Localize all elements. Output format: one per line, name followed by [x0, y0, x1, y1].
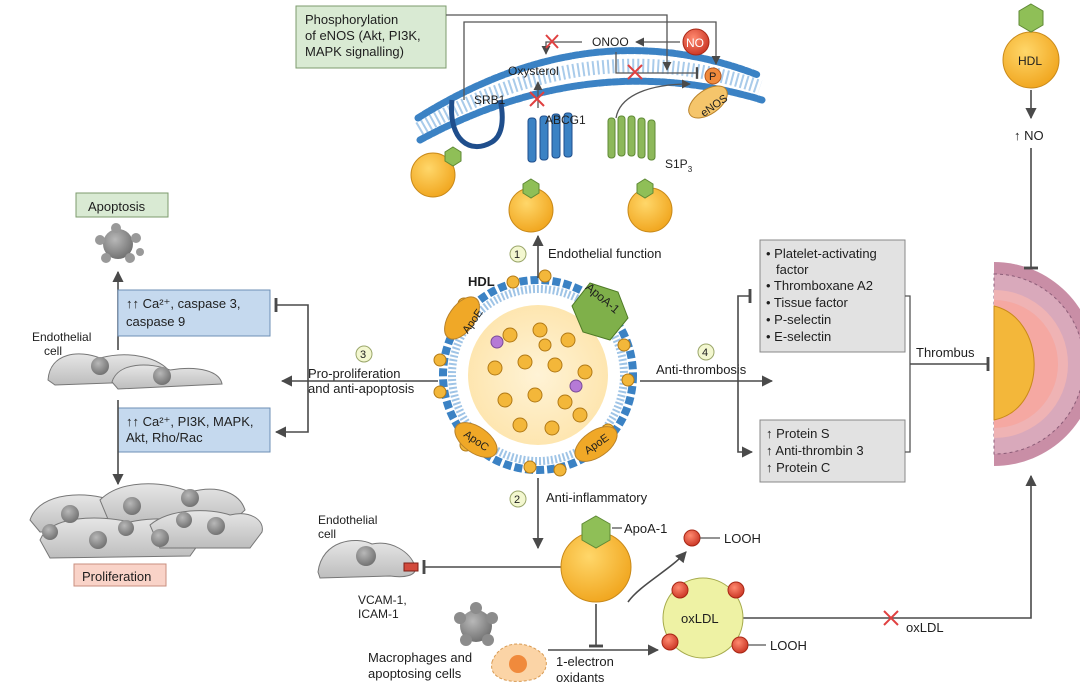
- abcg1-transporter-icon: [527, 112, 573, 163]
- apoa1-bottom-label: ApoA-1: [624, 521, 667, 536]
- hdl-particle-icon: [627, 178, 673, 233]
- s1p3-receptor-icon: [607, 115, 656, 161]
- ca-pi3k-box: [117, 407, 271, 453]
- vcam-receptor-icon: [403, 562, 419, 572]
- step-badge-3: 3: [355, 345, 373, 363]
- central-hdl-particle: [433, 269, 637, 477]
- svg-text:4: 4: [702, 347, 708, 359]
- oxysterol-label: Oxysterol: [508, 64, 559, 78]
- endothelial-cell-left-label: Endothelial cell: [32, 330, 95, 358]
- proliferation-label: Proliferation: [82, 569, 151, 584]
- blocked-x-icon: [545, 34, 559, 49]
- step-badge-2: 2: [509, 490, 527, 508]
- phospho-p-icon: [704, 67, 722, 85]
- no-label: NO: [686, 36, 704, 50]
- hdl-particle-icon: [508, 178, 554, 233]
- hdl-particle-icon: [410, 146, 462, 198]
- proliferating-cells-icon: [29, 483, 263, 559]
- hdl-right-label: HDL: [1018, 54, 1042, 68]
- apoptosis-box: [75, 192, 169, 218]
- hdl-particle-icon: [560, 515, 632, 603]
- looh-top-label: LOOH: [724, 531, 761, 546]
- s1p3-label: S1P3: [665, 157, 693, 174]
- up-no-label: ↑ NO: [1014, 128, 1044, 143]
- pro-proliferation-label: Pro-proliferation and anti-apoptosis: [308, 366, 415, 396]
- enos-icon: [688, 85, 728, 119]
- svg-text:1: 1: [514, 249, 520, 261]
- oxldl-center-label: oxLDL: [681, 611, 719, 626]
- endothelial-function-label: Endothelial function: [548, 246, 661, 261]
- cell-icon: [317, 539, 416, 579]
- step-badge-1: 1: [509, 245, 527, 263]
- hdl-particle-icon: [1002, 3, 1060, 89]
- apoptotic-cell-icon: [95, 223, 144, 263]
- ca-caspase-label: ↑↑ Ca²⁺, caspase 3, caspase 9: [126, 296, 244, 329]
- cell-icon: [47, 353, 223, 390]
- one-electron-label: 1-electron oxidants: [556, 654, 617, 685]
- apoptosis-label: Apoptosis: [88, 199, 146, 214]
- ca-pi3k-label: ↑↑ Ca²⁺, PI3K, MAPK, Akt, Rho/Rac: [126, 414, 257, 445]
- srb1-receptor: [449, 99, 505, 149]
- phosphorylation-label: Phosphorylation of eNOS (Akt, PI3K, MAPK…: [305, 12, 424, 59]
- oxldl-arrow-label: oxLDL: [906, 620, 944, 635]
- p-label: P: [709, 71, 716, 83]
- step-badge-4: 4: [697, 343, 715, 361]
- svg-text:3: 3: [360, 349, 366, 361]
- abcg1-label: ABCG1: [545, 113, 586, 127]
- thrombus-label: Thrombus: [916, 345, 975, 360]
- endothelial-cell-bottom-label: Endothelial cell: [318, 513, 381, 541]
- platelet-factors-list: • Platelet-activating factor • Thromboxa…: [766, 246, 880, 344]
- platelet-factors-box: [759, 239, 906, 353]
- proliferation-box: [73, 563, 167, 587]
- macrophage-icon: [454, 602, 547, 682]
- no-icon: [682, 28, 710, 56]
- onoo-label: ONOO: [592, 35, 629, 49]
- looh-icon: [683, 529, 701, 547]
- phosphorylation-box: [295, 5, 447, 69]
- blocked-x-icon: [883, 610, 899, 626]
- oxidized-lipid-icons: [661, 581, 749, 654]
- macrophages-label: Macrophages and apoptosing cells: [368, 650, 476, 681]
- protein-box: [759, 419, 906, 483]
- srb1-label: SRB1: [474, 93, 506, 107]
- anti-inflammatory-label: Anti-inflammatory: [546, 490, 648, 505]
- vcam-label: VCAM-1, ICAM-1: [358, 593, 410, 621]
- blocked-x-icon: [627, 64, 643, 80]
- protein-list: ↑ Protein S ↑ Anti-thrombin 3 ↑ Protein …: [766, 426, 867, 475]
- blocked-x-icon: [529, 91, 545, 107]
- looh-bottom-label: LOOH: [770, 638, 807, 653]
- vessel-icon: [993, 262, 1080, 466]
- hdl-center-label: HDL: [468, 274, 495, 289]
- oxldl-particle-icon: [662, 577, 744, 659]
- svg-text:2: 2: [514, 494, 520, 506]
- anti-thrombosis-label: Anti-thrombosis: [656, 362, 747, 377]
- ca-caspase-box: [117, 289, 271, 337]
